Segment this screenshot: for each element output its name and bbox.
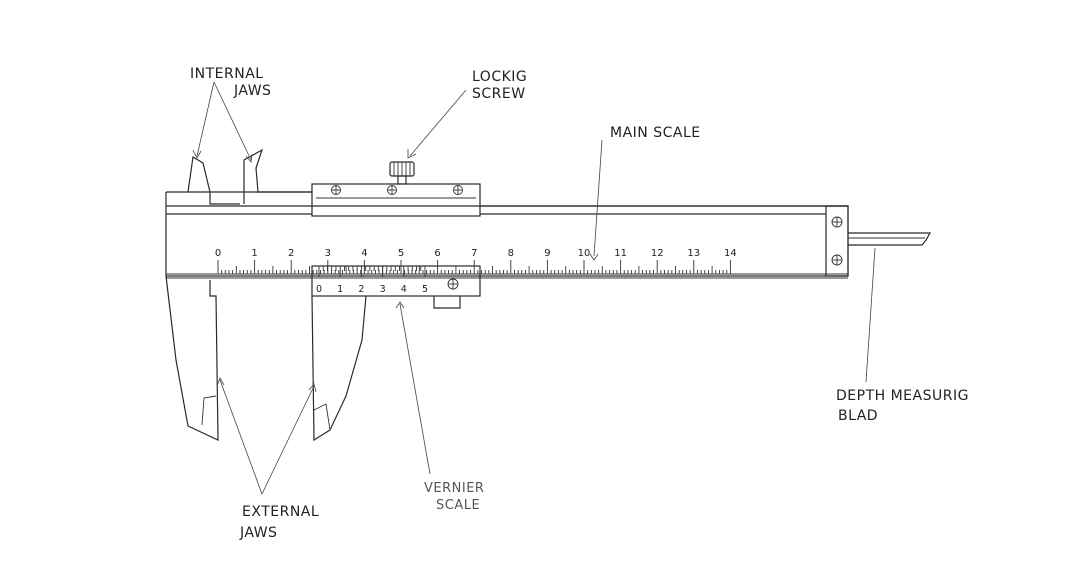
main-scale-number: 2 [288, 248, 294, 259]
vernier-scale-number: 0 [316, 284, 322, 295]
label-vernier-scale: VERNIER SCALE [424, 481, 484, 513]
label-main-scale: MAIN SCALE [610, 125, 701, 141]
label-vernier-scale-line2: SCALE [436, 498, 480, 513]
main-beam [165, 191, 849, 279]
label-locking-screw-line1: LOCKIG [472, 69, 527, 85]
slider-screw-middle [387, 185, 397, 195]
vernier-scale: 0 1 2 3 4 5 [316, 266, 428, 295]
label-external-jaws-line2: JAWS [239, 525, 277, 541]
main-scale-number: 12 [651, 248, 664, 259]
locking-screw [389, 161, 415, 185]
main-scale-number: 1 [251, 248, 257, 259]
main-scale-number: 4 [361, 248, 367, 259]
label-external-jaws-line1: EXTERNAL [242, 504, 319, 520]
main-scale-number: 5 [398, 248, 404, 259]
main-scale-number: 11 [614, 248, 627, 259]
label-locking-screw-line2: SCREW [472, 86, 526, 102]
label-depth-blade: DEPTH MEASURIG BLAD [836, 388, 969, 424]
label-external-jaws: EXTERNAL JAWS [239, 504, 319, 541]
main-scale-number: 6 [434, 248, 440, 259]
vernier-scale-number: 1 [337, 284, 343, 295]
label-locking-screw: LOCKIG SCREW [472, 69, 527, 102]
label-internal-jaws-line1: INTERNAL [190, 66, 264, 82]
main-scale-number: 10 [578, 248, 591, 259]
end-cap-screw-top [831, 216, 843, 228]
vernier-scale-number: 3 [380, 284, 386, 295]
vernier-scale-number: 4 [401, 284, 407, 295]
vernier-scale-number: 5 [422, 284, 428, 295]
label-depth-blade-line2: BLAD [838, 408, 878, 424]
slider-screw-right [453, 185, 463, 195]
internal-jaw-fixed [187, 156, 240, 205]
slider-screw-left [331, 185, 341, 195]
depth-measuring-blade [848, 232, 932, 246]
vernier-scale-number: 2 [358, 284, 364, 295]
label-depth-blade-line1: DEPTH MEASURIG [836, 388, 969, 404]
main-scale-number: 8 [508, 248, 514, 259]
end-cap-screw-bottom [831, 254, 843, 266]
main-scale-number: 13 [687, 248, 700, 259]
external-jaw-fixed [165, 275, 219, 441]
external-jaw-movable [311, 295, 367, 442]
leader-lines [192, 81, 876, 495]
main-scale-number: 3 [325, 248, 331, 259]
main-scale-number: 9 [544, 248, 550, 259]
label-internal-jaws-line2: JAWS [233, 83, 271, 99]
label-vernier-scale-line1: VERNIER [424, 481, 484, 496]
vernier-screw [447, 278, 459, 290]
vernier-slider [311, 183, 481, 309]
main-scale-number: 7 [471, 248, 477, 259]
label-internal-jaws: INTERNAL JAWS [190, 66, 271, 99]
main-scale-number: 0 [215, 248, 221, 259]
main-scale-number: 14 [724, 248, 737, 259]
label-main-scale-text: MAIN SCALE [610, 125, 701, 141]
internal-jaw-movable [243, 148, 312, 204]
